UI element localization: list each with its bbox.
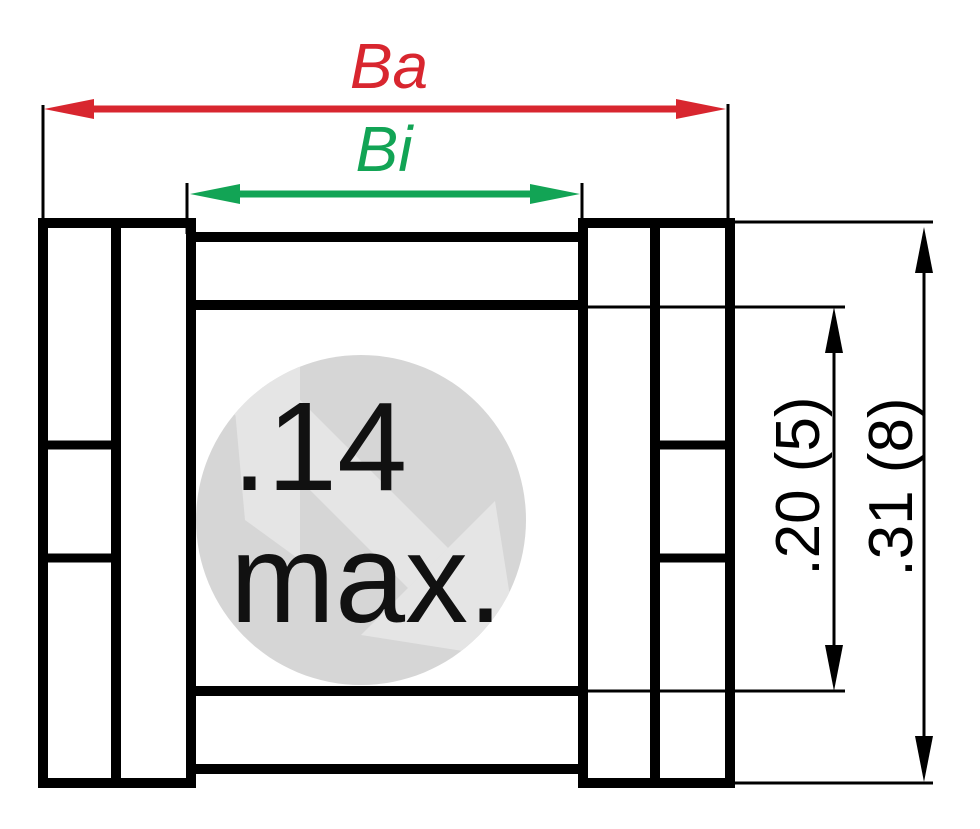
- inner-width-label: Bi: [356, 113, 415, 185]
- bend-radius-max-label: max.: [230, 508, 503, 649]
- inner-height-dimension: .20 (5): [764, 307, 843, 691]
- inner-width-dimension: Bi: [190, 113, 580, 204]
- extension-lines: [41, 104, 933, 785]
- inner-width-left-arrowhead-icon: [190, 184, 240, 204]
- outer-height-top-arrowhead-icon: [915, 227, 933, 273]
- watermark-arrowhead-icon: [361, 501, 520, 660]
- watermark: .14 max.: [196, 355, 526, 685]
- left-side-plates: [38, 218, 196, 788]
- outer-height-label: .31 (8): [857, 397, 926, 576]
- inner-height-label: .20 (5): [764, 396, 833, 575]
- outer-width-right-arrowhead-icon: [676, 99, 726, 119]
- inner-width-right-arrowhead-icon: [530, 184, 580, 204]
- outer-width-label: Ba: [350, 30, 428, 102]
- right-side-plates: [578, 218, 735, 788]
- inner-height-top-arrowhead-icon: [825, 307, 843, 353]
- bend-radius-value: .14: [232, 376, 407, 517]
- outer-width-left-arrowhead-icon: [44, 99, 94, 119]
- crossbars: [186, 232, 588, 774]
- outer-height-dimension: .31 (8): [857, 227, 933, 782]
- outer-width-dimension: Ba: [44, 30, 726, 119]
- watermark-arrow-tail-icon: [230, 355, 300, 560]
- outer-height-bottom-arrowhead-icon: [915, 736, 933, 782]
- inner-height-bottom-arrowhead-icon: [825, 645, 843, 691]
